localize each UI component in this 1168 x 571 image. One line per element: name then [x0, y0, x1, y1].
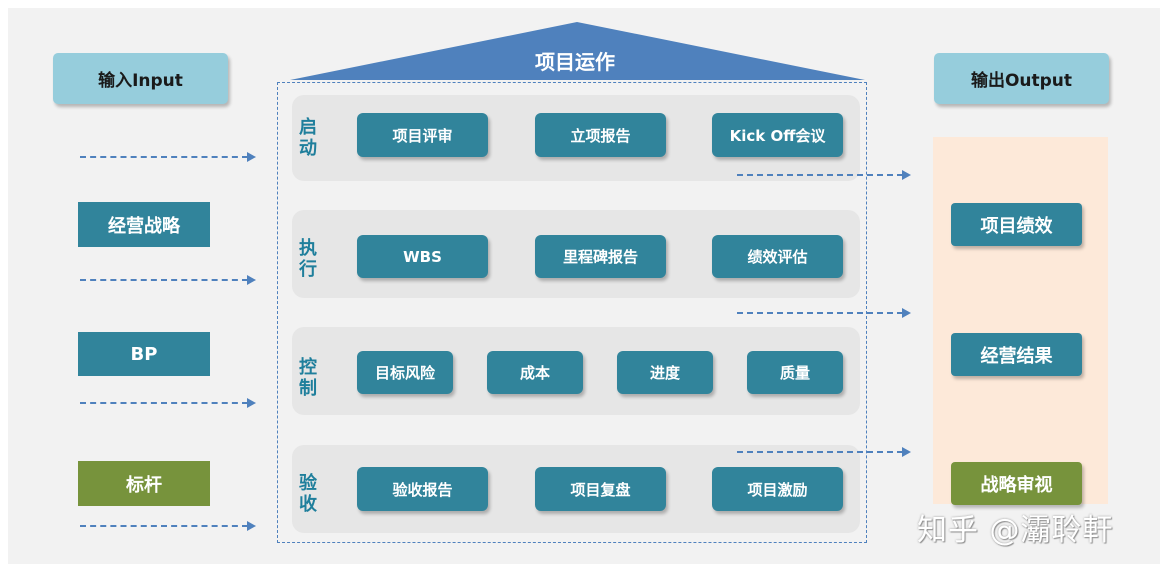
roof-triangle	[290, 22, 865, 80]
stage-start-item-3: Kick Off会议	[712, 113, 843, 157]
input-item-benchmark: 标杆	[78, 461, 210, 506]
input-item-strategy: 经营战略	[78, 202, 210, 247]
stage-control-item-1: 目标风险	[357, 351, 453, 394]
stage-accept-item-2: 项目复盘	[535, 467, 666, 511]
input-item-bp: BP	[78, 332, 210, 376]
roof-title: 项目运作	[535, 50, 615, 74]
stage-control-item-4: 质量	[747, 351, 843, 394]
watermark: 知乎 @灞聆軒	[917, 513, 1114, 548]
stage-execute-item-2: 里程碑报告	[535, 235, 666, 278]
stage-label-control: 控制	[299, 357, 317, 399]
input-header: 输入Input	[53, 53, 228, 104]
stage-label-execute: 执行	[299, 238, 317, 280]
stage-label-start: 启动	[299, 117, 317, 159]
output-header: 输出Output	[934, 53, 1109, 104]
output-item-business-results: 经营结果	[951, 333, 1082, 376]
stage-control-item-3: 进度	[617, 351, 713, 394]
stage-accept-item-1: 验收报告	[357, 467, 488, 511]
output-item-strategy-review: 战略审视	[951, 462, 1082, 505]
stage-start-item-1: 项目评审	[357, 113, 488, 157]
stage-control-item-2: 成本	[487, 351, 583, 394]
stage-start-item-2: 立项报告	[535, 113, 666, 157]
stage-execute-item-3: 绩效评估	[712, 235, 843, 278]
stage-execute-item-1: WBS	[357, 235, 488, 278]
output-panel	[933, 137, 1108, 504]
stage-accept-item-3: 项目激励	[712, 467, 843, 511]
output-item-performance: 项目绩效	[951, 203, 1082, 246]
stage-label-accept: 验收	[299, 473, 317, 515]
